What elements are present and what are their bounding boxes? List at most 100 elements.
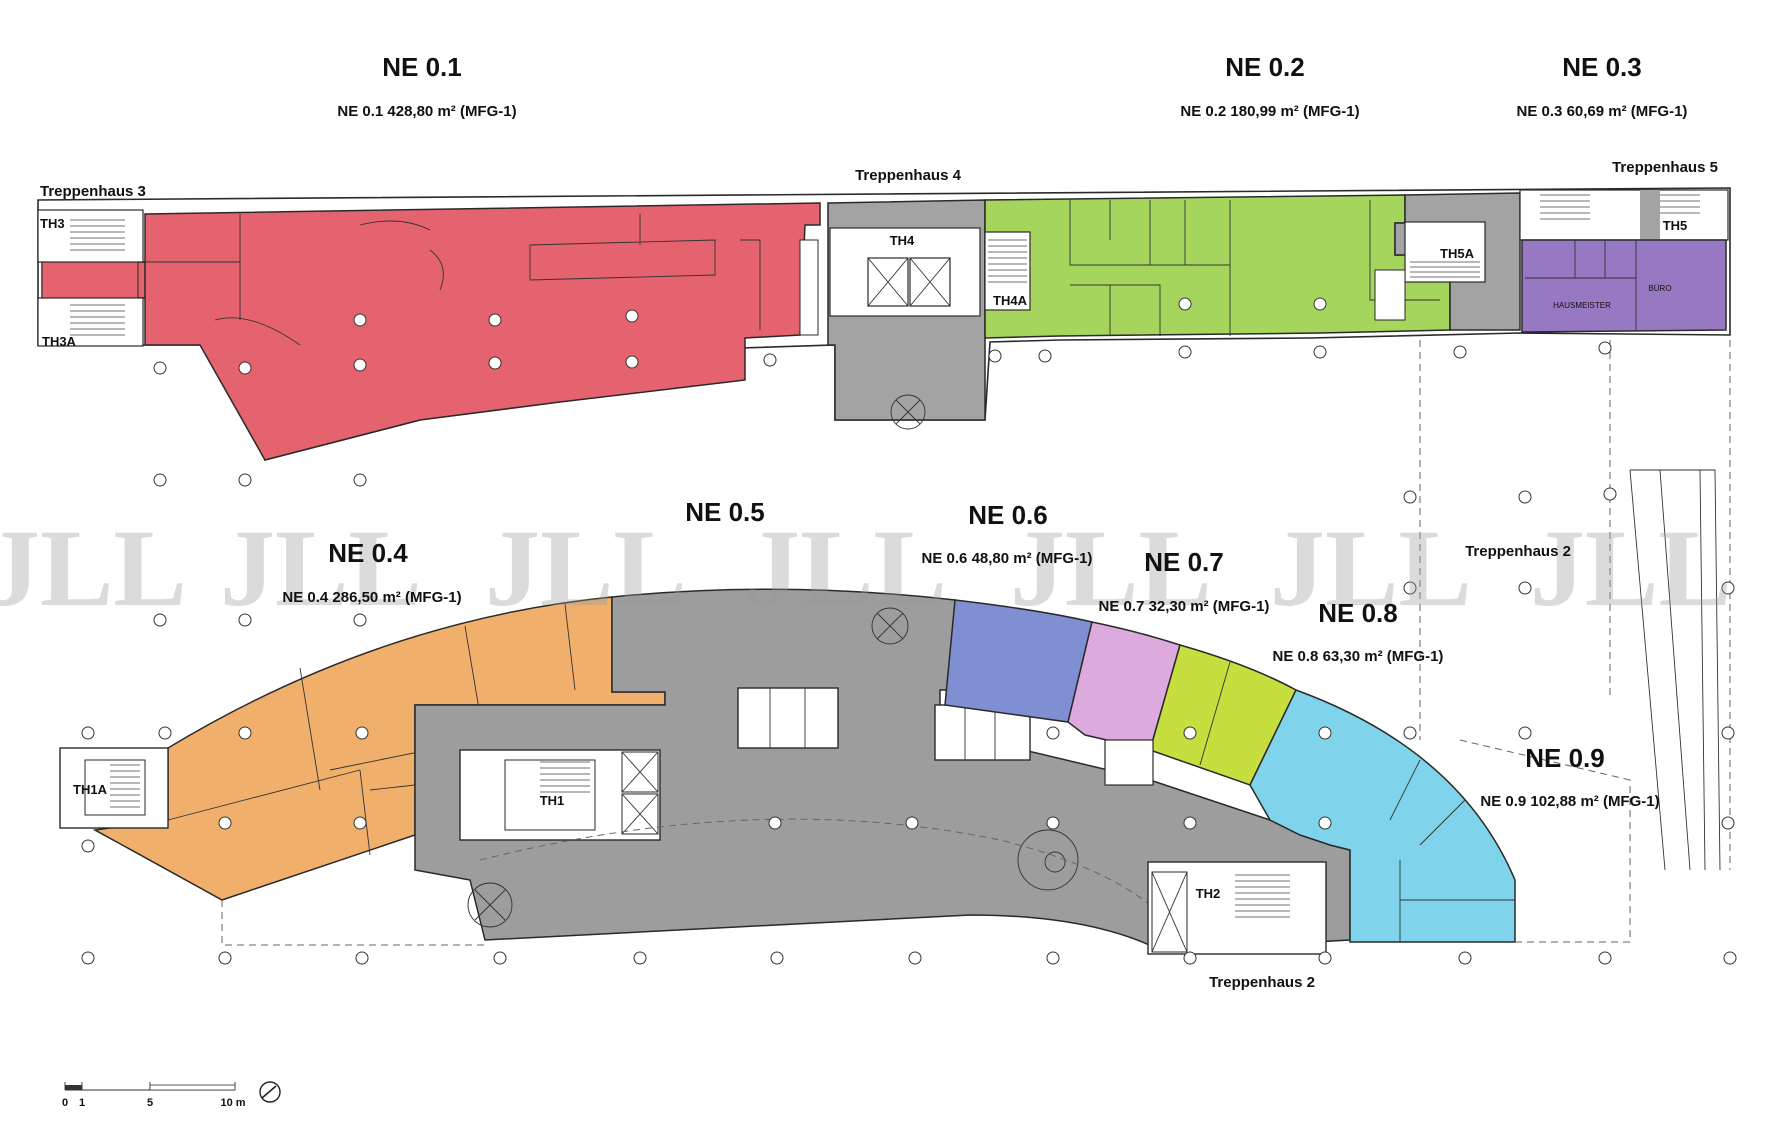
svg-text:JLL: JLL xyxy=(1530,507,1732,629)
ne01-area[interactable] xyxy=(41,202,821,461)
ne05-spiral-stair xyxy=(1017,829,1079,891)
ne01-curve-2 xyxy=(429,249,444,291)
ne02-wall-1 xyxy=(1069,200,1231,336)
th4-door-panel xyxy=(799,239,819,336)
treppenhaus3-label: Treppenhaus 3 xyxy=(40,183,146,200)
ne05-revolving-door-bottom-cross xyxy=(474,889,506,921)
ne04-wall-2 xyxy=(359,769,416,856)
right-dashed-lines xyxy=(1419,340,1731,870)
th1a-stairs xyxy=(110,764,140,808)
structural-columns xyxy=(81,297,1737,965)
ne09-title: NE 0.9 xyxy=(1525,743,1605,773)
th4-revolving-door-cross xyxy=(895,399,921,425)
svg-text:JLL: JLL xyxy=(220,507,422,629)
th3-stairs xyxy=(70,219,125,336)
th1-label: TH1 xyxy=(540,793,565,808)
svg-text:JLL: JLL xyxy=(1270,507,1472,629)
ne01-area-label: NE 0.1 428,80 m² (MFG-1) xyxy=(337,103,516,120)
buero-label: BÜRO xyxy=(1648,284,1671,293)
th5-label: TH5 xyxy=(1663,218,1688,233)
ne07-title: NE 0.7 xyxy=(1144,547,1224,577)
ne04-title: NE 0.4 xyxy=(328,538,408,568)
th4-lift-cross xyxy=(867,257,951,307)
ne01-curve-1 xyxy=(359,220,431,231)
ne08-wall-1 xyxy=(1199,661,1231,766)
ne04-wall-1 xyxy=(167,603,601,821)
th5a-lift xyxy=(1374,269,1406,321)
svg-text:JLL: JLL xyxy=(1010,507,1212,629)
ne01-curve-3 xyxy=(214,317,301,346)
ne08-title: NE 0.8 xyxy=(1318,598,1398,628)
ne03-area-label: NE 0.3 60,69 m² (MFG-1) xyxy=(1517,103,1688,120)
th3a-label: TH3A xyxy=(42,334,77,349)
hausmeister-label: HAUSMEISTER xyxy=(1553,301,1611,310)
treppenhaus2-bottom-label: Treppenhaus 2 xyxy=(1209,974,1315,991)
th1a-label: TH1A xyxy=(73,782,108,797)
ne05-revolving-door-top-cross xyxy=(876,612,904,640)
ne07-area-label: NE 0.7 32,30 m² (MFG-1) xyxy=(1099,598,1270,615)
ne05-title: NE 0.5 xyxy=(685,497,765,527)
ne09-wall-1 xyxy=(1389,759,1515,942)
ne05-revolving-door-top[interactable] xyxy=(871,607,909,645)
svg-text:JLL: JLL xyxy=(485,507,687,629)
ne08-area-label: NE 0.8 63,30 m² (MFG-1) xyxy=(1273,648,1444,665)
th1-stairs xyxy=(540,761,590,793)
treppenhaus5-label: Treppenhaus 5 xyxy=(1612,159,1718,176)
ne02-area-label: NE 0.2 180,99 m² (MFG-1) xyxy=(1180,103,1359,120)
th5-grey xyxy=(1640,190,1660,240)
ne09-area-label: NE 0.9 102,88 m² (MFG-1) xyxy=(1480,793,1659,810)
ne06-area-label: NE 0.6 48,80 m² (MFG-1) xyxy=(922,550,1093,567)
th4a-label: TH4A xyxy=(993,293,1028,308)
ne01-wall-5 xyxy=(740,239,761,330)
ne02-wall-3 xyxy=(1369,200,1440,301)
th1-lift-cross xyxy=(621,751,659,835)
ne04-area-label: NE 0.4 286,50 m² (MFG-1) xyxy=(282,589,461,606)
th4a-core xyxy=(984,231,1031,311)
treppenhaus4-label: Treppenhaus 4 xyxy=(855,167,962,184)
lower-dashed-perimeter xyxy=(221,739,1631,946)
svg-text:10 m: 10 m xyxy=(220,1097,245,1109)
treppenhaus2-right-label: Treppenhaus 2 xyxy=(1465,543,1571,560)
th1-stair-box xyxy=(504,759,596,831)
ne05-wc-walls xyxy=(769,688,806,748)
right-ramp-lines xyxy=(1629,469,1721,871)
th3-label: TH3 xyxy=(40,216,65,231)
ne02-title: NE 0.2 xyxy=(1225,52,1305,82)
th3a-core xyxy=(37,297,144,347)
svg-text:1: 1 xyxy=(79,1097,85,1109)
th5-stairs xyxy=(1540,194,1700,220)
scale-bar: 0 1 5 10 m xyxy=(62,1082,246,1109)
lower-white-room xyxy=(1104,739,1154,786)
ne09-area[interactable] xyxy=(1249,689,1516,943)
svg-text:0: 0 xyxy=(62,1097,68,1109)
th1a-inner xyxy=(84,759,146,816)
svg-text:JLL: JLL xyxy=(745,507,947,629)
ne03-area[interactable] xyxy=(1521,239,1727,333)
ne06-title: NE 0.6 xyxy=(968,500,1048,530)
svg-text:JLL: JLL xyxy=(0,507,187,629)
th5a-label: TH5A xyxy=(1440,246,1475,261)
ne01-title: NE 0.1 xyxy=(382,52,462,82)
ne03-title: NE 0.3 xyxy=(1562,52,1642,82)
ne05-revolving-door-bottom[interactable] xyxy=(467,882,513,928)
th3-core xyxy=(37,209,144,263)
th2-stairs xyxy=(1235,874,1290,918)
th5-core xyxy=(1519,189,1729,241)
svg-text:5: 5 xyxy=(147,1097,153,1109)
th2-label: TH2 xyxy=(1196,886,1221,901)
ne06-wc-walls xyxy=(964,705,996,760)
ne02-wall-2 xyxy=(1070,284,1161,336)
ne05-spiral-stair-core xyxy=(1044,851,1066,873)
th4-revolving-door[interactable] xyxy=(890,394,926,430)
ne05-wc-core xyxy=(737,687,839,749)
ne03-wall-1 xyxy=(1525,240,1637,330)
jll-watermark: JLL JLL JLL JLL JLL JLL JLL xyxy=(0,507,1732,629)
north-arrow-icon xyxy=(259,1081,281,1103)
th4a-stairs xyxy=(988,239,1027,283)
th4-label: TH4 xyxy=(890,233,915,248)
ne01-room-left-a[interactable] xyxy=(41,261,139,299)
th5a-stairs xyxy=(1410,261,1480,278)
ne01-wall-3 xyxy=(529,239,716,281)
th2-lift-cross xyxy=(1151,871,1188,953)
